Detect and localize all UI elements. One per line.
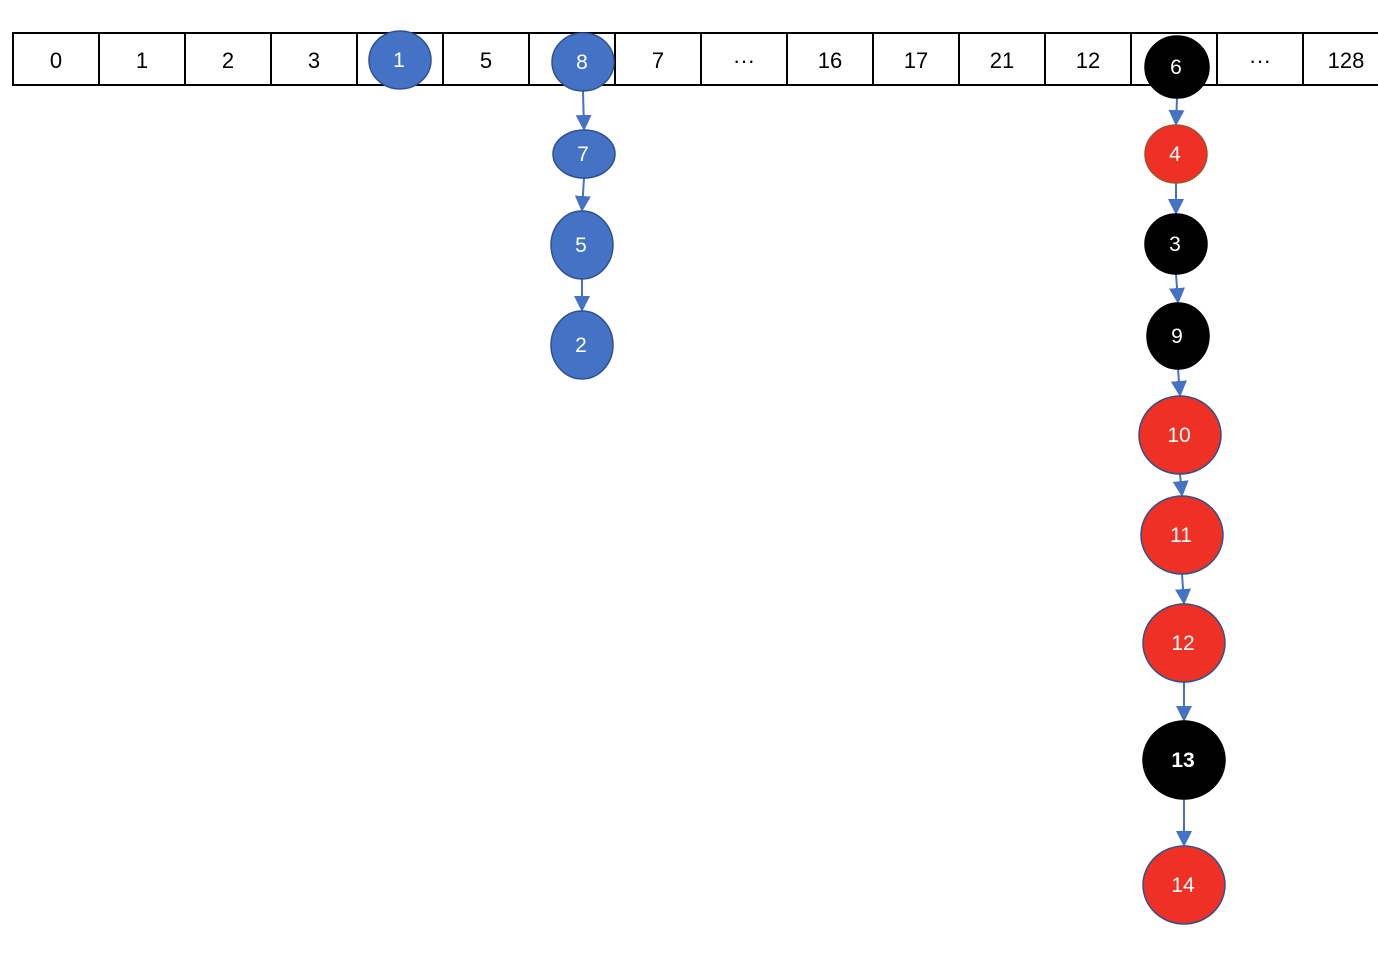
node-9: [1146, 302, 1210, 370]
link-arrow: [1172, 473, 1189, 497]
node-label: 2: [575, 334, 587, 357]
table-cell: [958, 32, 1046, 86]
node-5: [550, 210, 614, 280]
node-label: 11: [1170, 524, 1192, 547]
node-14: [1142, 845, 1226, 925]
node-8: [551, 32, 615, 92]
node-label: 6: [1170, 56, 1182, 79]
table-cell-label: ···: [1249, 48, 1271, 73]
node-label: 3: [1169, 233, 1181, 256]
table-cell: [98, 32, 186, 86]
node-6: [1144, 35, 1210, 99]
node-7: [552, 129, 616, 179]
table-cell-label: 0: [50, 48, 62, 73]
table-cell: [786, 32, 874, 86]
table-cell: [442, 32, 530, 86]
node-12: [1142, 603, 1226, 683]
table-cell-label: 12: [1076, 48, 1100, 73]
link-arrow: [1169, 273, 1185, 304]
node-label: 14: [1171, 874, 1195, 897]
table-cell: [12, 32, 100, 86]
node-3: [1144, 213, 1208, 275]
table-cell-label: 17: [904, 48, 928, 73]
table-cell-label: 3: [308, 48, 320, 73]
link-arrow: [575, 90, 592, 131]
node-label: 9: [1171, 325, 1183, 348]
table-cell-label: 21: [990, 48, 1014, 73]
node-label: 8: [576, 51, 588, 74]
link-arrow: [1168, 97, 1185, 126]
node-label: 12: [1171, 632, 1194, 655]
node-11: [1140, 495, 1224, 575]
table-cell-label: 1: [136, 48, 148, 73]
node-2: [550, 310, 614, 380]
table-cell: [700, 32, 788, 86]
node-label: 7: [577, 143, 589, 166]
node-label: 13: [1171, 749, 1194, 772]
node-label: 10: [1167, 424, 1190, 447]
table-cell-label: 5: [480, 48, 492, 73]
table-cell: [614, 32, 702, 86]
node-13: [1142, 720, 1226, 800]
table-cell-label: 16: [818, 48, 842, 73]
node-10: [1138, 395, 1222, 475]
table-cell: [184, 32, 272, 86]
node-label: 1: [393, 49, 405, 72]
link-arrow: [574, 177, 591, 212]
table-cell: [1302, 32, 1378, 86]
table-cell-label: 2: [222, 48, 234, 73]
table-cell-label: ···: [733, 48, 755, 73]
node-label: 5: [575, 234, 587, 257]
node-1: [368, 30, 432, 90]
table-cell: [1044, 32, 1132, 86]
table-cell-label: 7: [652, 48, 664, 73]
table-cell-label: 128: [1328, 48, 1365, 73]
link-arrow: [1175, 573, 1192, 605]
node-4: [1144, 124, 1208, 184]
node-label: 4: [1169, 143, 1181, 166]
link-arrow: [1170, 368, 1187, 397]
